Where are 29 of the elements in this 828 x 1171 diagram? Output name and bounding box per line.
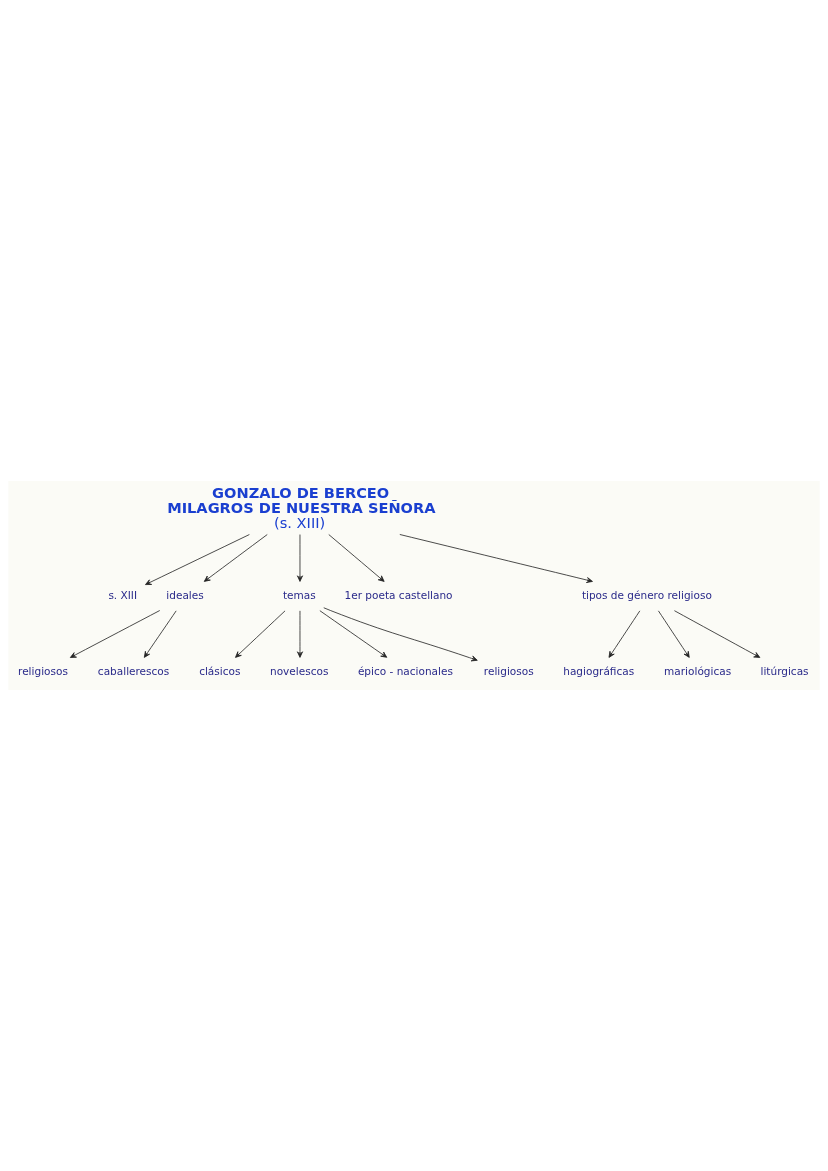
arrow bbox=[145, 534, 250, 585]
node-text: religiosos bbox=[483, 664, 534, 677]
arrow bbox=[143, 610, 177, 658]
arrow bbox=[203, 534, 268, 582]
node-text: hagiográficas bbox=[563, 664, 635, 677]
node-text: mariológicas bbox=[664, 664, 732, 677]
node-text: temas bbox=[282, 588, 316, 601]
arrow bbox=[399, 534, 593, 583]
node-text: ideales bbox=[166, 588, 204, 601]
arrow bbox=[674, 610, 761, 658]
arrow bbox=[319, 610, 388, 658]
arrow bbox=[658, 610, 690, 658]
node-text: religiosos bbox=[18, 664, 68, 677]
node-text: tipos de género religioso bbox=[581, 588, 712, 601]
arrow bbox=[323, 607, 478, 662]
node-text: s. XIII bbox=[108, 588, 138, 601]
node-text: 1er poeta castellano bbox=[344, 588, 453, 601]
arrow bbox=[69, 610, 161, 658]
node-text: caballerescos bbox=[97, 664, 170, 677]
node-text: GONZALO DE BERCEO MILAGROS DE NUESTRA SEÑORA (s. XIII) bbox=[167, 484, 436, 531]
arrow bbox=[328, 534, 385, 582]
arrow bbox=[235, 610, 286, 658]
arrow bbox=[297, 610, 303, 658]
node-text: litúrgicas bbox=[760, 664, 809, 677]
arrow bbox=[608, 610, 641, 658]
node-text: novelescos bbox=[270, 664, 329, 677]
node-text: clásicos bbox=[199, 664, 241, 677]
arrow bbox=[297, 534, 303, 582]
node-text: épico - nacionales bbox=[357, 664, 453, 677]
